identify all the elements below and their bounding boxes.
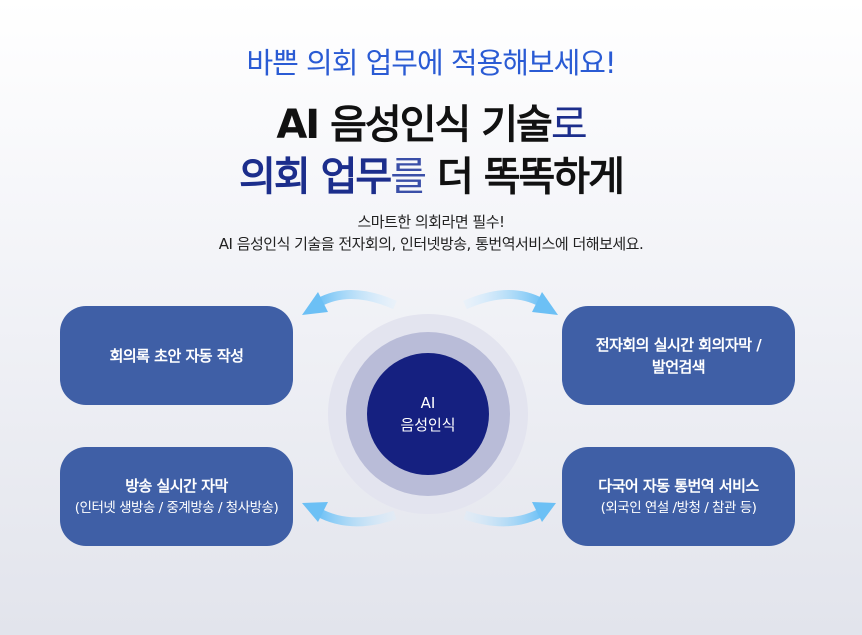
arrow-top-left-icon	[302, 290, 397, 315]
ai-speech-recognition-core: AI 음성인식	[367, 353, 489, 475]
headline-text: 더 똑똑하게	[425, 154, 625, 200]
headline-tagline: 바쁜 의회 업무에 적용해보세요!	[246, 46, 616, 80]
feature-live-captions-search: 전자회의 실시간 회의자막 / 발언검색	[562, 306, 795, 405]
feature-title: 전자회의 실시간 회의자막 /	[595, 335, 762, 354]
arrow-top-right-icon	[463, 290, 558, 315]
headline-text: 로	[550, 102, 588, 148]
feature-title: 방송 실시간 자막	[125, 476, 228, 495]
headline-text: 의회 업무	[239, 154, 392, 200]
core-label: 음성인식	[400, 416, 456, 434]
headline-line-2: 의회 업무를 더 똑똑하게	[0, 144, 862, 202]
feature-title: 다국어 자동 통번역 서비스	[598, 476, 759, 495]
core-label: AI	[420, 394, 436, 412]
subtitle-1: 스마트한 의회라면 필수!	[357, 213, 505, 231]
subtitle-2: AI 음성인식 기술을 전자회의, 인터넷방송, 통번역서비스에 더해보세요.	[218, 235, 644, 253]
feature-detail: (인터넷 생방송 / 중계방송 / 청사방송)	[74, 499, 279, 516]
feature-broadcast-captions: 방송 실시간 자막 (인터넷 생방송 / 중계방송 / 청사방송)	[60, 447, 293, 546]
feature-title: 회의록 초안 자동 작성	[109, 346, 244, 365]
feature-detail: (외국인 연설 /방청 / 참관 등)	[600, 499, 757, 516]
feature-title: 발언검색	[651, 357, 706, 376]
arrow-bottom-left-icon	[302, 502, 397, 527]
headline-line-1: AI 음성인식 기술로	[0, 92, 862, 150]
arrow-bottom-right-icon	[463, 502, 556, 527]
feature-minutes-draft: 회의록 초안 자동 작성	[60, 306, 293, 405]
feature-translation: 다국어 자동 통번역 서비스 (외국인 연설 /방청 / 참관 등)	[562, 447, 795, 546]
headline-text: AI 음성인식 기술	[276, 102, 552, 148]
headline-text: 를	[390, 154, 427, 200]
